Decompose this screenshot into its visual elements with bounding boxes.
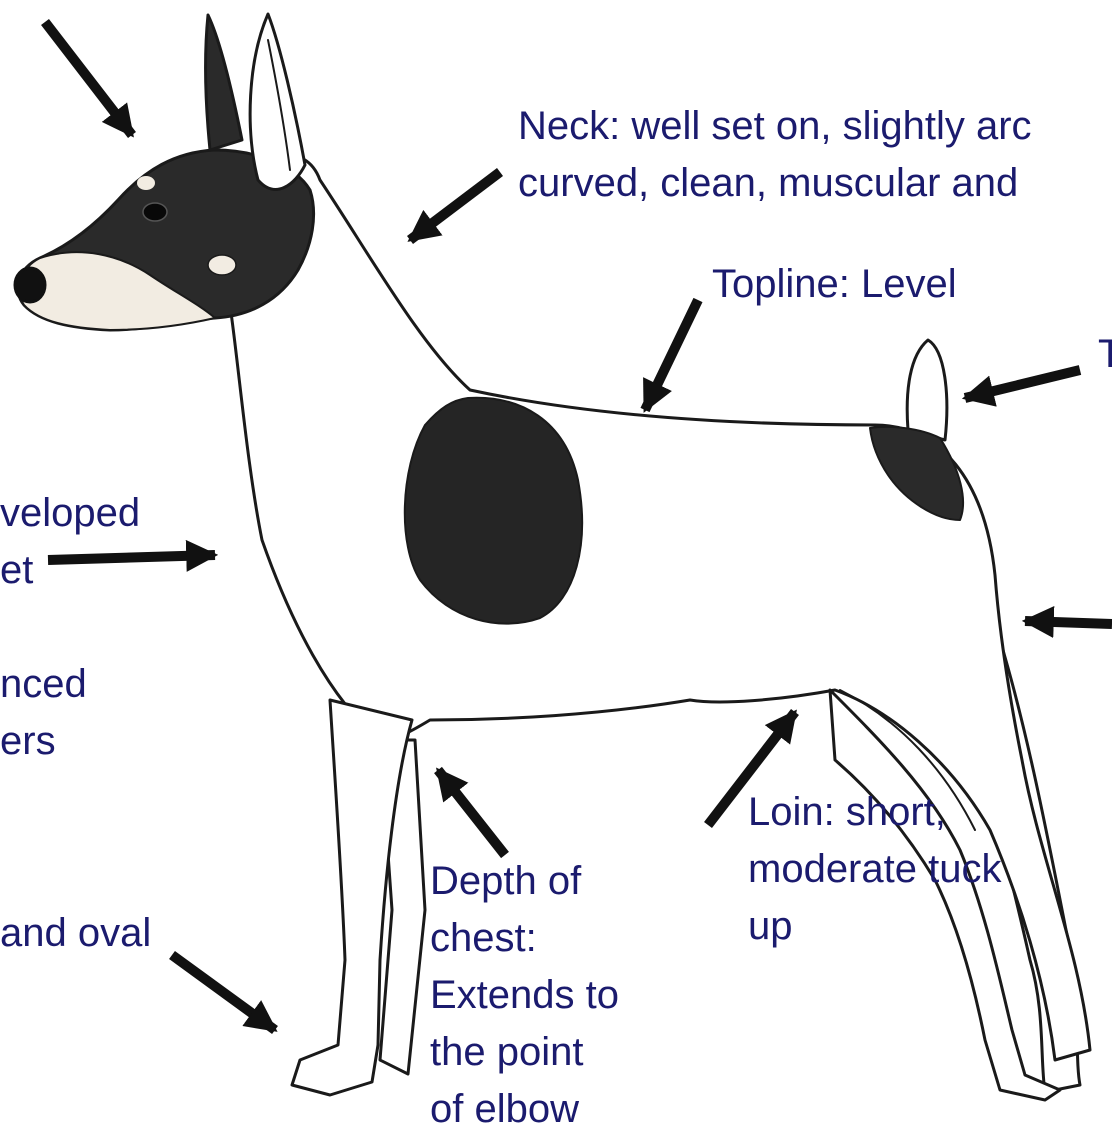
arrow-chest [438, 770, 505, 855]
cheek-spot [208, 255, 236, 275]
eyebrow-spot [137, 176, 155, 190]
arrow-ear [45, 22, 132, 135]
arrow-hindquarters [1025, 621, 1112, 624]
far-ear [206, 15, 242, 150]
arrow-neck [410, 172, 500, 240]
arrow-topline [645, 300, 698, 410]
near-ear [250, 14, 305, 189]
arrow-forechest [48, 555, 215, 560]
eye [143, 203, 167, 221]
arrow-feet [172, 955, 275, 1030]
tail [907, 340, 947, 440]
arrow-tail [965, 370, 1080, 398]
nose [15, 268, 45, 302]
arrow-loin [708, 712, 795, 825]
